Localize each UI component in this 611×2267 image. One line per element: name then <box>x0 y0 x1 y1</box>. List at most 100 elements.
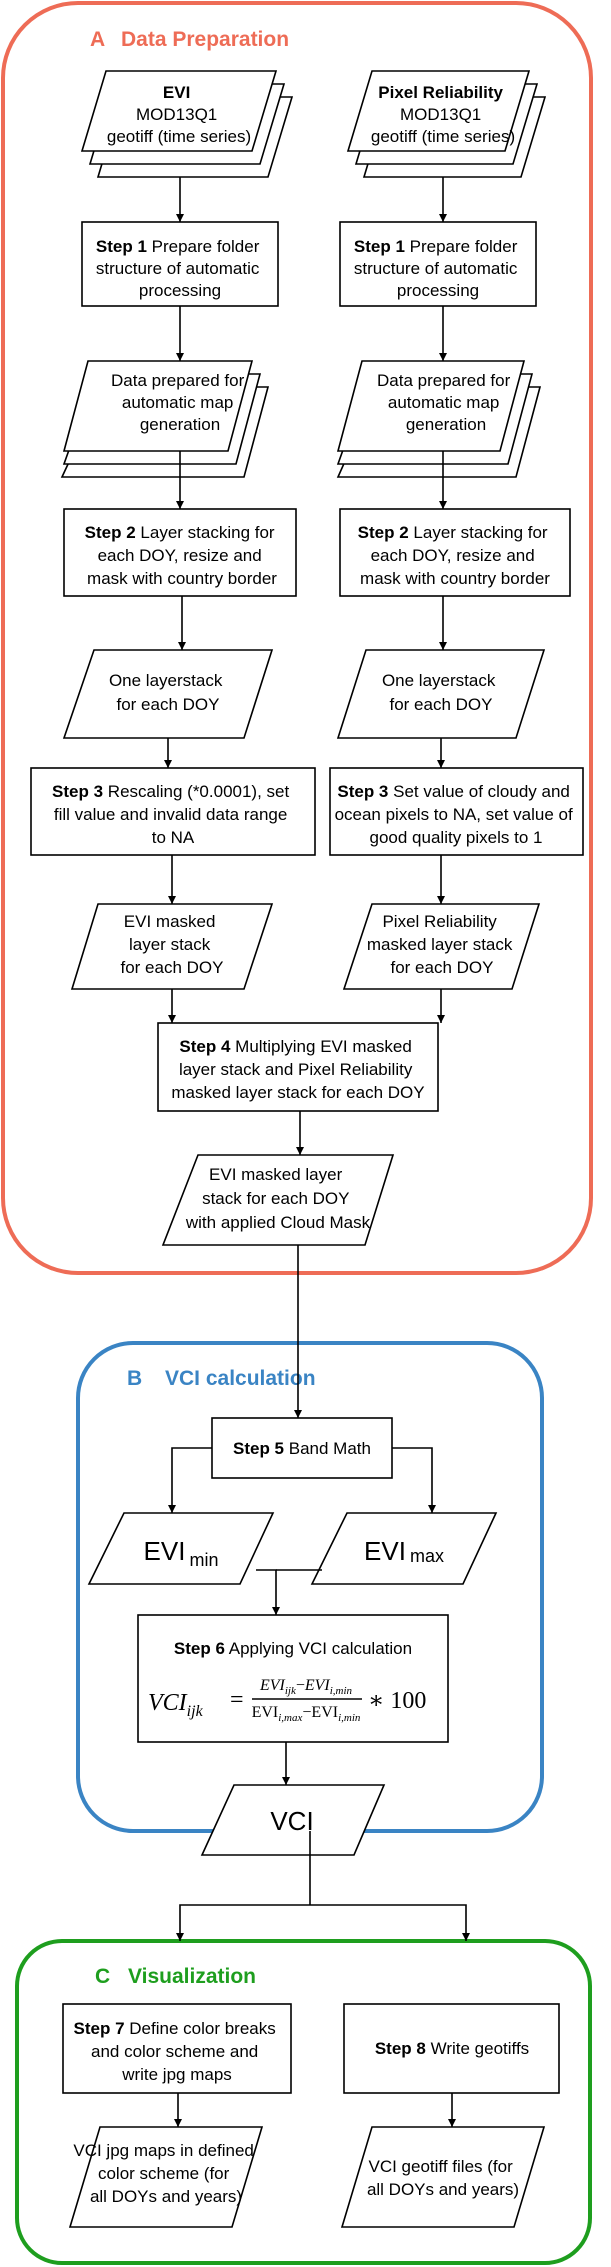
svg-text:EVI masked layer stack f: EVI masked layer stack for each DOY with… <box>185 1165 371 1232</box>
evi-max-label: EVI <box>364 1536 406 1566</box>
left-step2-label: Step 2 <box>85 523 136 542</box>
svg-text:Step 1 Prepare folder st: Step 1 Prepare folder structure of autom… <box>354 237 522 300</box>
right-prepared-line: Data prepared for <box>377 371 511 390</box>
svg-text:EVI MOD13Q1 geotif: EVI MOD13Q1 geotiff (time series) <box>107 83 251 146</box>
formula-den-b-sub: i,min <box>338 1712 361 1724</box>
right-step1-text: structure of automatic <box>354 259 518 278</box>
evi-input-title: EVI <box>163 83 190 102</box>
left-masked-line: for each DOY <box>121 958 224 977</box>
svg-text:Step 3 Set value of cloudy and: Step 3 Set value of cloudy and ocean pix… <box>335 782 578 847</box>
right-step1-label: Step 1 <box>354 237 405 256</box>
step6-box: Step 6 Applying VCI calculation VCIijk =… <box>137 1614 449 1743</box>
formula-num-minus: − <box>296 1677 305 1694</box>
svg-text:Data prepared for automa: Data prepared for automatic map generati… <box>111 371 249 434</box>
right-step3-text: good quality pixels to 1 <box>370 828 543 847</box>
svg-text:Pixel Reliability MOD13Q: Pixel Reliability MOD13Q1 geotiff (time … <box>371 83 515 146</box>
left-step1-label: Step 1 <box>96 237 147 256</box>
svg-text:Step 1 Prepare folder st: Step 1 Prepare folder structure of autom… <box>96 237 264 300</box>
formula-lhs-sub: ijk <box>187 1703 204 1720</box>
right-step3-box: Step 3 Set value of cloudy and ocean pix… <box>329 767 584 856</box>
left-layerstack-line: for each DOY <box>117 695 220 714</box>
formula-num-b: EVI <box>304 1677 331 1694</box>
step7-label: Step 7 <box>74 2019 125 2038</box>
right-step1-text: Prepare folder <box>405 237 518 256</box>
evi-input-line: geotiff (time series) <box>107 127 251 146</box>
geotiff-files-shape: VCI geotiff files (for all DOYs and year… <box>340 2126 546 2228</box>
pixel-reliability-input-line: geotiff (time series) <box>371 127 515 146</box>
svg-text:One layerstack for each: One layerstack for each DOY <box>382 671 500 714</box>
step7-box: Step 7 Define color breaks and color sch… <box>62 2003 292 2094</box>
left-step1-box: Step 1 Prepare folder structure of autom… <box>81 221 279 307</box>
left-step3-text: to NA <box>152 828 195 847</box>
formula-den-a-sub: i,max <box>278 1712 302 1724</box>
section-c-container <box>15 1939 592 2265</box>
step5-text: Band Math <box>284 1439 371 1458</box>
step6-label: Step 6 <box>174 1639 225 1658</box>
right-prepared-line: automatic map <box>388 393 500 412</box>
left-layerstack-shape: One layerstack for each DOY <box>62 649 274 739</box>
section-b-title: VCI calculation <box>165 1367 316 1390</box>
svg-text:VCIijk: VCIijk <box>148 1690 204 1720</box>
left-step3-text: Rescaling (*0.0001), set <box>103 782 289 801</box>
formula-num-b-sub: i,min <box>330 1685 353 1697</box>
right-step3-text: Set value of cloudy and <box>388 782 569 801</box>
right-step2-text: mask with country border <box>360 569 550 588</box>
jpg-maps-line: all DOYs and years) <box>90 2187 242 2206</box>
arrow-connector <box>310 1904 470 1941</box>
right-masked-line: for each DOY <box>391 958 494 977</box>
left-step3-box: Step 3 Rescaling (*0.0001), set fill val… <box>30 767 316 856</box>
geotiff-files-line: all DOYs and years) <box>367 2180 519 2199</box>
section-a-container <box>1 1 593 1275</box>
right-masked-line: masked layer stack <box>367 935 513 954</box>
formula-denominator: EVIi,max−EVIi,min <box>252 1704 361 1724</box>
left-masked-shape: EVI masked layer stack for each DOY <box>70 903 274 990</box>
section-a-title: Data Preparation <box>121 28 289 51</box>
left-step2-text: Layer stacking for <box>136 523 275 542</box>
svg-text:Step 4 Multiplying EVI masked: Step 4 Multiplying EVI masked layer stac… <box>171 1037 424 1102</box>
formula-equals: = <box>230 1687 244 1713</box>
evi-min-label: EVI <box>144 1536 186 1566</box>
arrow-connector <box>392 1447 436 1513</box>
right-prepared-stack: Data prepared for automatic map generati… <box>336 360 542 478</box>
step4-text: Multiplying EVI masked <box>230 1037 411 1056</box>
right-layerstack-line: One layerstack <box>382 671 496 690</box>
right-step3-label: Step 3 <box>337 782 388 801</box>
pixel-reliability-input-stack: Pixel Reliability MOD13Q1 geotiff (time … <box>346 70 547 178</box>
step5-box: Step 5 Band Math <box>211 1417 393 1479</box>
step7-text: Define color breaks <box>125 2019 276 2038</box>
svg-text:Step 8 Write geotiffs: Step 8 Write geotiffs <box>375 2039 529 2058</box>
step4-label: Step 4 <box>179 1037 231 1056</box>
right-step1-text: processing <box>397 281 479 300</box>
step8-box: Step 8 Write geotiffs <box>343 2003 560 2094</box>
svg-text:Step 2 Layer stacking for: Step 2 Layer stacking for each DOY, resi… <box>358 523 553 588</box>
evi-max-sub: max <box>410 1546 444 1566</box>
section-c-title: Visualization <box>128 1965 256 1988</box>
step8-text: Write geotiffs <box>426 2039 529 2058</box>
formula-num-a: EVI <box>259 1677 286 1694</box>
svg-text:EVI masked layer stack: EVI masked layer stack for each DOY <box>121 912 224 977</box>
svg-text:Pixel Reliability masked: Pixel Reliability masked layer stack for… <box>367 912 517 977</box>
evi-input-stack: EVI MOD13Q1 geotiff (time series) <box>80 70 294 178</box>
left-step1-text: Prepare folder <box>147 237 260 256</box>
left-step1-text: structure of automatic <box>96 259 260 278</box>
section-a-letter: A <box>90 28 105 51</box>
formula-den-a: EVI <box>252 1704 279 1721</box>
step4-text: layer stack and Pixel Reliability <box>179 1060 413 1079</box>
left-masked-line: EVI masked <box>124 912 216 931</box>
left-prepared-line: automatic map <box>122 393 234 412</box>
right-step1-box: Step 1 Prepare folder structure of autom… <box>339 221 537 307</box>
cloudmask-line: with applied Cloud Mask <box>185 1213 371 1232</box>
svg-text:One layerstack for each: One layerstack for each DOY <box>109 671 227 714</box>
step6-text: Applying VCI calculation <box>225 1639 412 1658</box>
section-c-letter: C <box>95 1965 110 1988</box>
svg-text:Step 5 Band Math: Step 5 Band Math <box>233 1439 371 1458</box>
evi-min-sub: min <box>189 1550 218 1570</box>
svg-text:Data prepared for automa: Data prepared for automatic map generati… <box>377 371 515 434</box>
formula-lhs: VCI <box>148 1690 188 1716</box>
right-step3-text: ocean pixels to NA, set value of <box>335 805 573 824</box>
vci-label: VCI <box>270 1806 313 1836</box>
